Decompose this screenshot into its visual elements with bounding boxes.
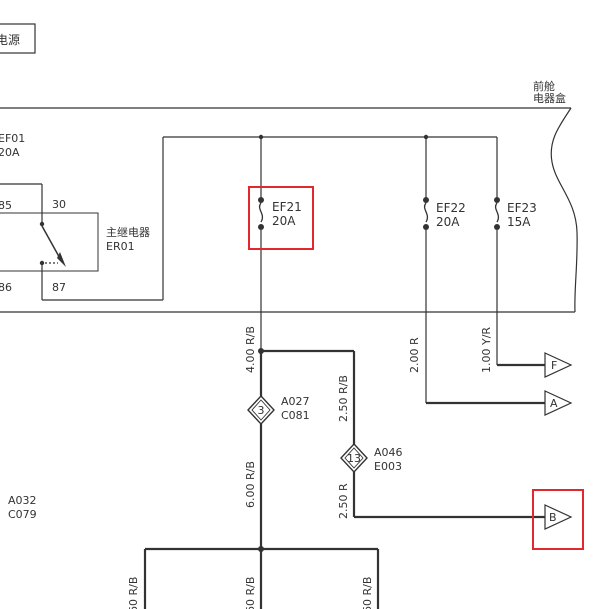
connector-a046-code1: A046 — [374, 446, 403, 459]
wire-spec-6-00-rb: 6.00 R/B — [244, 461, 257, 508]
terminal-b-label: B — [549, 511, 557, 524]
highlight-terminal-b — [532, 489, 584, 550]
connector-a027-pin: 3 — [258, 404, 265, 417]
relay-pin-85: 85 — [0, 199, 12, 212]
ground-code2: C079 — [8, 508, 37, 521]
relay-pin-86: 86 — [0, 281, 12, 294]
highlight-ef21 — [248, 186, 314, 250]
wire-spec-2-50-r: 2.50 R — [337, 483, 350, 519]
connector-a027-code1: A027 — [281, 395, 310, 408]
fuse-ef23-rating: 15A — [507, 215, 531, 229]
terminal-f-arrow — [544, 352, 573, 378]
wire-spec-bottom-right: 60 R/B — [361, 577, 374, 609]
fuse-ef23-symbol — [494, 137, 500, 365]
relay-code: ER01 — [106, 240, 135, 253]
wire-spec-bottom-left: 60 R/B — [127, 577, 140, 609]
relay-pin-30: 30 — [52, 198, 66, 211]
terminal-a-label: A — [550, 397, 558, 410]
terminal-a-arrow — [544, 390, 573, 416]
terminal-f-label: F — [551, 359, 557, 372]
fuse-ef22-symbol — [423, 137, 429, 403]
connector-a046-code2: E003 — [374, 460, 402, 473]
ground-code1: A032 — [8, 494, 37, 507]
fuse-ef01-rating: 20A — [0, 146, 20, 159]
wire-spec-2-00-r: 2.00 R — [408, 337, 421, 373]
fuse-ef23-name: EF23 — [507, 201, 537, 215]
relay-name-cn: 主继电器 — [106, 226, 150, 239]
fuse-ef21-name: EF21 — [272, 200, 302, 214]
connector-a027-code2: C081 — [281, 409, 310, 422]
relay-er01 — [0, 137, 164, 301]
fuse-ef21-rating: 20A — [272, 214, 296, 228]
wire-spec-2-50-rb: 2.50 R/B — [337, 375, 350, 422]
power-title-text: 电源 — [0, 33, 20, 47]
connector-a046-pin: 13 — [347, 452, 361, 465]
wire-spec-1-00-yr: 1.00 Y/R — [480, 327, 493, 373]
fuse-ef01-name: EF01 — [0, 132, 25, 145]
fuse-ef22-rating: 20A — [436, 215, 460, 229]
fuse-ef21-symbol — [258, 137, 264, 351]
box-label-line2: 电器盒 — [533, 91, 566, 105]
front-electrical-box-boundary — [0, 107, 578, 313]
wire-spec-bottom-middle: 60 R/B — [244, 577, 257, 609]
wire-spec-4-00-rb: 4.00 R/B — [244, 326, 257, 373]
fuse-ef22-name: EF22 — [436, 201, 466, 215]
relay-pin-87: 87 — [52, 281, 66, 294]
power-title-box — [0, 23, 36, 54]
terminal-b-arrow — [544, 504, 573, 530]
box-label-line1: 前舱 — [533, 79, 555, 93]
